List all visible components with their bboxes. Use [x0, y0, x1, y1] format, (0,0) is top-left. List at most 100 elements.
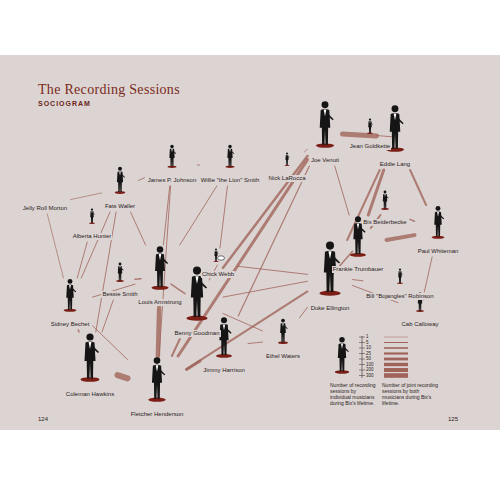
session-link	[135, 278, 141, 280]
musician-name: Ethel Waters	[265, 353, 301, 360]
session-link	[96, 212, 116, 332]
figure-part	[359, 337, 365, 338]
musician-node: Jelly Roll Morton	[20, 196, 71, 214]
musician-node: Alberta Hunter	[70, 208, 115, 242]
session-link	[198, 165, 200, 166]
musician-node: Coleman Hawkins	[63, 332, 118, 400]
figure-part	[151, 246, 168, 290]
musician-name: Frankie Trumbauer	[332, 266, 385, 273]
session-link	[353, 280, 364, 281]
musician-node: Cab Calloway	[398, 292, 442, 330]
figure-part	[213, 248, 218, 262]
session-link	[304, 149, 307, 152]
musician-node: Fletcher Henderson	[128, 356, 187, 420]
session-link	[299, 307, 307, 318]
figure-part	[148, 357, 165, 402]
figure-part	[381, 191, 389, 210]
figure-part	[116, 263, 124, 282]
session-link	[77, 242, 87, 278]
figure-part	[216, 317, 232, 358]
session-link	[410, 219, 415, 221]
musician-node: Ethel Waters	[263, 318, 304, 362]
figure-part	[64, 279, 77, 312]
musician-name: Nick LaRocca	[267, 175, 306, 182]
figure-part	[167, 145, 176, 168]
musician-node: Jimmy Harrison	[200, 316, 248, 376]
figure-part	[384, 342, 408, 343]
text-label: 300	[366, 373, 374, 379]
text-label: 25	[366, 351, 371, 357]
text-label: 10	[366, 345, 371, 351]
figure-part	[284, 152, 289, 166]
musician-name: Bessie Smith	[101, 291, 138, 298]
legend-text: Number of recording sessions by individu…	[330, 382, 378, 406]
figure-part	[359, 353, 365, 354]
session-link	[223, 313, 263, 330]
session-link	[424, 257, 432, 292]
musician-name: Benny Goodman	[173, 330, 220, 337]
musician-node: Eddie Lang	[377, 104, 414, 170]
musician-name: Fats Waller	[104, 203, 136, 210]
figure-part	[225, 145, 234, 168]
musician-node: Bix Beiderbecke	[360, 190, 410, 228]
figure-part	[384, 368, 408, 372]
session-link	[387, 235, 415, 240]
musician-node: Bill "Bojangles" Robinson	[363, 268, 437, 302]
musician-node: Frankie Trumbauer	[330, 215, 387, 275]
session-link	[180, 186, 217, 245]
legend-scale	[335, 336, 408, 378]
musician-name: Duke Ellington	[310, 305, 351, 312]
figure-part	[359, 364, 365, 365]
session-link	[171, 284, 185, 294]
musician-name: Eddie Lang	[379, 161, 411, 168]
session-link	[71, 193, 102, 200]
musician-name: James P. Johnson	[147, 177, 198, 184]
session-link	[335, 166, 349, 215]
musician-name: Bill "Bojangles" Robinson	[365, 293, 434, 300]
figure-part	[359, 348, 365, 349]
session-link	[78, 330, 80, 332]
figure-part	[384, 358, 408, 361]
figure-part	[359, 375, 365, 376]
text-label: 125	[448, 416, 458, 423]
session-link	[158, 308, 159, 356]
session-link	[238, 166, 309, 316]
figure-part	[316, 101, 334, 147]
session-link	[81, 212, 110, 278]
figure-part	[89, 208, 95, 223]
figure-part	[384, 352, 408, 354]
text-label: 200	[366, 367, 374, 373]
figure-part	[335, 337, 349, 374]
figure-part	[359, 359, 365, 360]
musician-node: Chick Webb	[199, 248, 238, 280]
figure-part	[278, 319, 288, 344]
musician-node: Duke Ellington	[308, 240, 353, 314]
musician-name: Fletcher Henderson	[130, 411, 185, 418]
musician-node: Louis Armstrong	[135, 245, 185, 308]
figure-part	[384, 337, 408, 338]
musician-name: Joe Venuti	[310, 157, 340, 164]
musician-name: Sidney Bechet	[50, 321, 91, 328]
page-ground	[0, 55, 500, 430]
session-link	[223, 156, 308, 268]
session-link	[377, 136, 394, 137]
musician-name: Coleman Hawkins	[65, 391, 115, 398]
musician-name: Jean Goldkette	[349, 143, 391, 150]
musician-name: Jimmy Harrison	[202, 367, 246, 374]
session-link	[248, 342, 263, 343]
musician-node: James P. Johnson	[145, 144, 200, 186]
session-link	[347, 170, 380, 240]
musician-node: Sidney Bechet	[48, 278, 93, 330]
figure-part	[432, 206, 445, 239]
figure-part	[359, 370, 365, 371]
musician-name: Louis Armstrong	[137, 299, 182, 306]
figure-part	[384, 373, 408, 378]
musician-name: Bix Beiderbecke	[362, 219, 407, 226]
figure-part	[218, 256, 225, 260]
musician-node: Fats Waller	[102, 166, 139, 212]
figure-part	[359, 342, 365, 343]
musician-node: Jean Goldkette	[347, 118, 394, 152]
text-label: SOCIOGRAM	[38, 100, 91, 108]
text-label: 1	[366, 334, 369, 340]
